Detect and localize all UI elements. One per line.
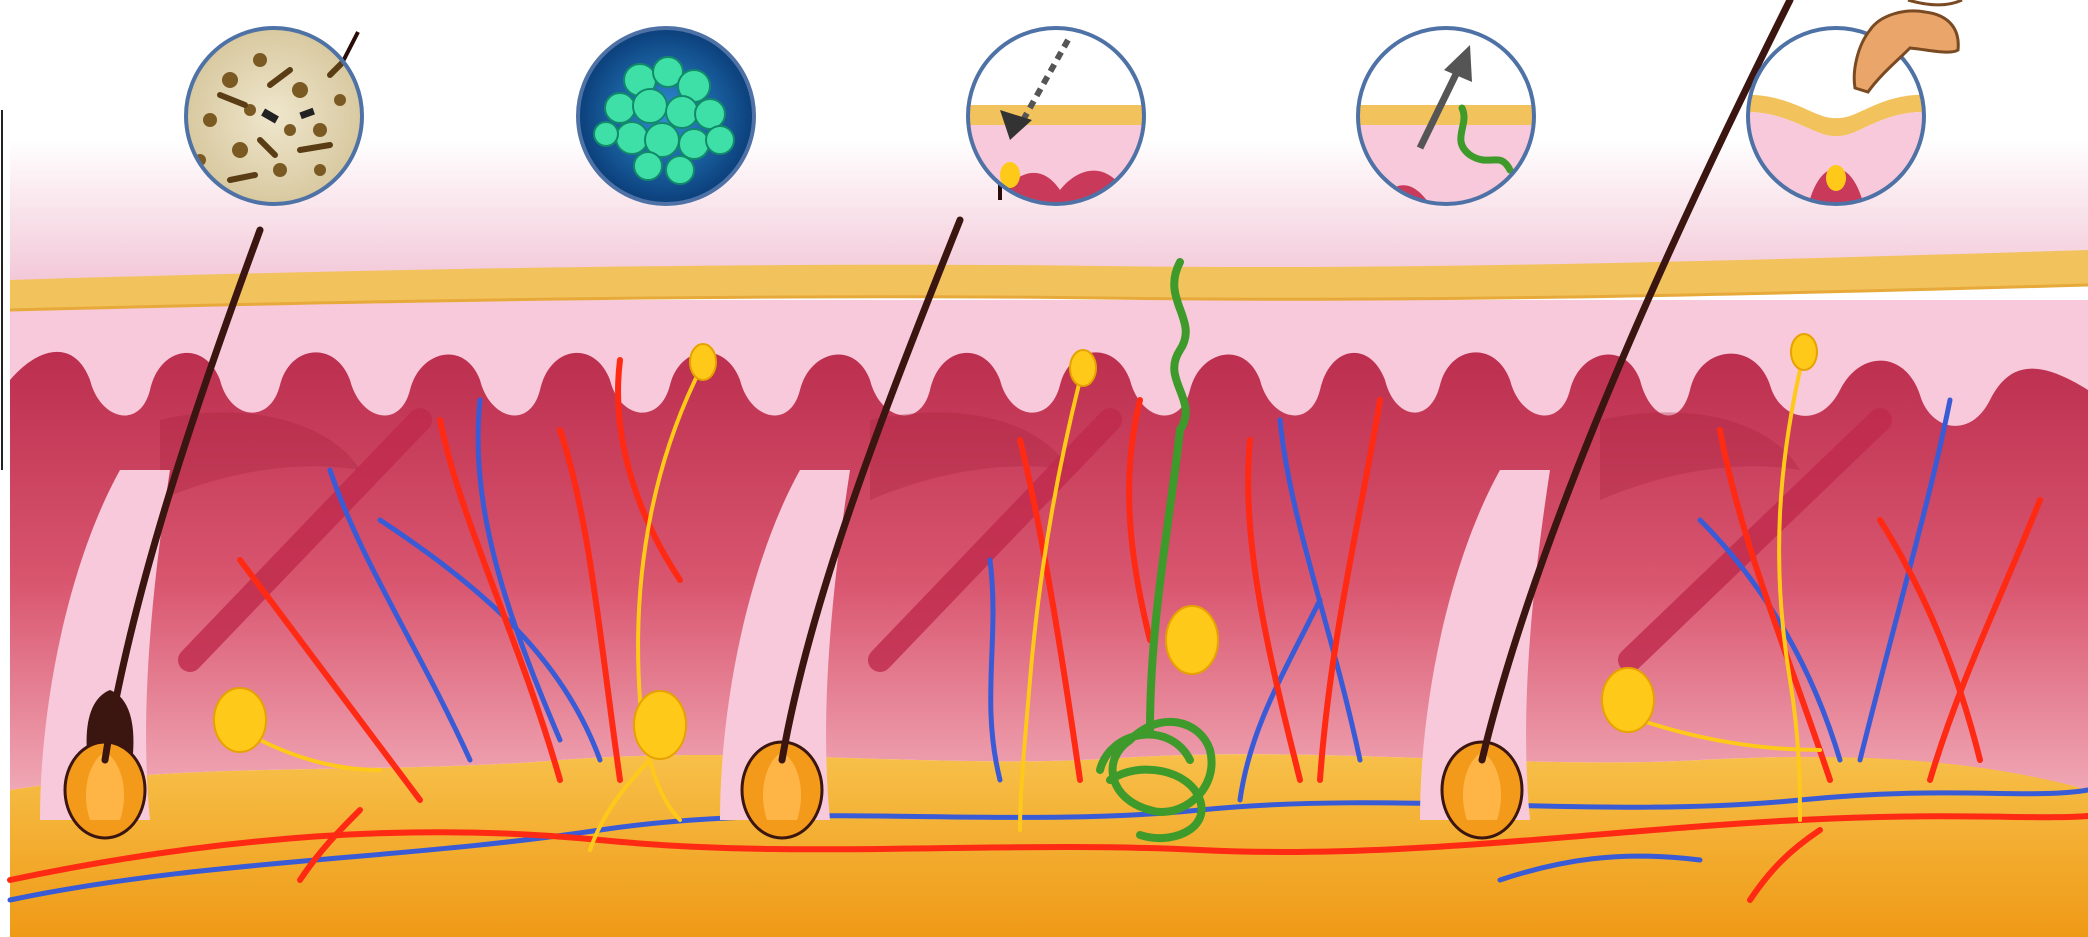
nerve-ending [690, 344, 716, 380]
nerve-ending [1791, 334, 1817, 370]
pacinian-corpuscle [1602, 668, 1654, 732]
bacteria-micrograph-inset [186, 28, 362, 204]
cocci-micrograph-inset [578, 28, 754, 204]
pacinian-corpuscle [1166, 606, 1218, 674]
pacinian-corpuscle [214, 688, 266, 752]
nerve-ending [1070, 350, 1096, 386]
pacinian-corpuscle [634, 691, 686, 759]
